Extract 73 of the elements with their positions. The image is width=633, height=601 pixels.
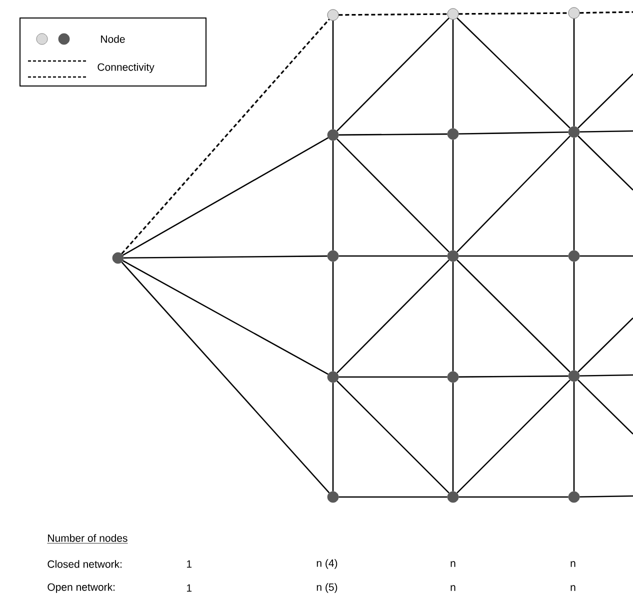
connector: [578, 136, 633, 190]
connector: [124, 255, 328, 259]
connector: [452, 382, 454, 492]
connector: [573, 262, 575, 370]
connector: [332, 262, 334, 372]
table-text: Closed network:: [48, 560, 122, 568]
connector: [452, 20, 454, 128]
dashed-connector: [121, 18, 330, 254]
connector: [578, 318, 633, 372]
connector: [578, 74, 633, 128]
connector: [456, 380, 570, 494]
connector: [580, 255, 633, 257]
network-node: [568, 491, 580, 503]
dashed-connector: [580, 11, 633, 14]
connector: [336, 138, 450, 252]
connector: [336, 18, 450, 132]
network-node: [327, 9, 339, 21]
connector: [458, 255, 568, 257]
table-text: n: [570, 561, 576, 567]
connector: [578, 380, 633, 434]
connector: [122, 260, 328, 375]
table-text: n (5): [316, 583, 338, 593]
legend-label: Connectivity: [98, 63, 154, 73]
connector: [458, 131, 568, 135]
connector: [332, 20, 334, 130]
network-node: [447, 491, 459, 503]
connector: [338, 133, 448, 136]
connector: [336, 380, 450, 494]
network-node: [447, 128, 459, 140]
connector: [338, 376, 448, 378]
connector: [458, 496, 568, 498]
network-node: [568, 370, 580, 382]
connector: [580, 495, 633, 498]
connector: [573, 382, 575, 492]
network-node: [447, 250, 459, 262]
dashed-connector: [458, 12, 568, 15]
connector: [458, 375, 568, 378]
network-node: [568, 126, 580, 138]
connector: [332, 140, 334, 250]
network-node: [327, 129, 339, 141]
table-heading: Number of nodes: [47, 534, 128, 544]
connector: [452, 262, 454, 372]
connector: [573, 18, 575, 126]
network-node: [112, 252, 124, 264]
connector: [121, 262, 330, 494]
table-text: 1: [187, 584, 192, 592]
connector: [452, 140, 454, 250]
table-text: n (4): [316, 559, 338, 569]
connector: [573, 138, 575, 250]
table-text: 1: [187, 560, 192, 568]
table-text: n: [570, 585, 576, 591]
connector: [580, 130, 633, 133]
network-node: [327, 491, 339, 503]
network-node: [447, 371, 459, 383]
legend-label: Node: [101, 35, 125, 43]
connector: [456, 18, 570, 128]
network-node: [327, 250, 339, 262]
dashed-connector: [338, 13, 448, 16]
network-node: [447, 8, 459, 20]
network-node: [568, 7, 580, 19]
table-text: Open network:: [48, 583, 115, 593]
table-text: n: [450, 585, 456, 591]
connector: [580, 374, 633, 377]
network-node: [568, 250, 580, 262]
connector: [338, 255, 448, 257]
connector: [122, 137, 328, 256]
connector: [336, 260, 450, 374]
connector: [456, 136, 570, 252]
connector: [338, 496, 448, 498]
network-node: [327, 371, 339, 383]
connector: [332, 382, 334, 492]
table-text: n: [450, 561, 456, 567]
connector: [456, 260, 570, 372]
